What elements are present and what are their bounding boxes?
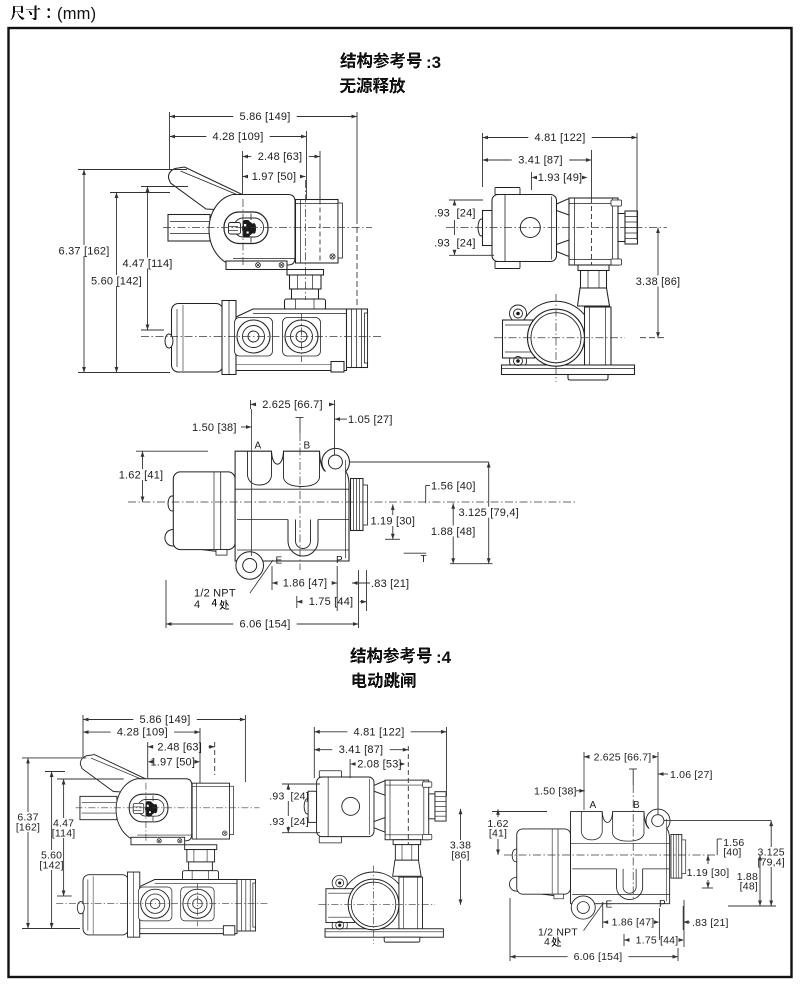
svg-text:3.38: 3.38: [450, 840, 471, 852]
svg-text:6.06 [154]: 6.06 [154]: [240, 619, 291, 631]
svg-text:1.97 [50]: 1.97 [50]: [252, 171, 297, 183]
svg-text:3.38 [86]: 3.38 [86]: [636, 276, 681, 288]
svg-text:.93: .93: [269, 791, 284, 803]
svg-text:5.60: 5.60: [41, 850, 62, 862]
svg-text:1.50 [38]: 1.50 [38]: [534, 786, 577, 798]
svg-text::3: :3: [426, 53, 441, 72]
svg-text:1.86 [47]: 1.86 [47]: [283, 578, 328, 590]
svg-text:(mm): (mm): [57, 5, 96, 23]
svg-text:[24]: [24]: [291, 791, 309, 803]
svg-text:.93: .93: [434, 238, 450, 250]
svg-text:1/2 NPT: 1/2 NPT: [538, 927, 578, 939]
svg-text:1.88 [48]: 1.88 [48]: [431, 526, 476, 538]
svg-text:[48]: [48]: [740, 881, 758, 893]
svg-text:1.93 [49]: 1.93 [49]: [538, 172, 583, 184]
svg-text:[142]: [142]: [39, 860, 63, 872]
svg-text:6.37 [162]: 6.37 [162]: [59, 246, 110, 258]
svg-text:2.625 [66.7]: 2.625 [66.7]: [594, 751, 652, 763]
svg-text:T: T: [421, 554, 427, 565]
svg-text:6.06 [154]: 6.06 [154]: [574, 951, 623, 963]
svg-text:A: A: [590, 800, 597, 811]
svg-text:2.48 [63]: 2.48 [63]: [157, 741, 202, 753]
svg-text:[24]: [24]: [291, 816, 309, 828]
svg-text:4.47 [114]: 4.47 [114]: [122, 258, 172, 270]
svg-text:[114]: [114]: [52, 828, 76, 840]
svg-text:3.41 [87]: 3.41 [87]: [518, 155, 563, 167]
svg-text:.93: .93: [434, 208, 450, 220]
svg-text:1.62 [41]: 1.62 [41]: [119, 470, 164, 482]
svg-text:3.125: 3.125: [758, 847, 785, 859]
svg-text:1.56: 1.56: [723, 837, 744, 849]
svg-text:4: 4: [194, 599, 200, 611]
svg-text:2.625 [66.7]: 2.625 [66.7]: [262, 399, 323, 411]
svg-text:1.50 [38]: 1.50 [38]: [192, 422, 237, 434]
svg-text:[24]: [24]: [457, 208, 476, 220]
svg-text:.93: .93: [269, 816, 284, 828]
svg-text:1.06 [27]: 1.06 [27]: [670, 769, 713, 781]
svg-text:4: 4: [544, 936, 550, 948]
svg-text:3.41 [87]: 3.41 [87]: [339, 744, 384, 756]
svg-text:[79,4]: [79,4]: [757, 857, 784, 869]
svg-text:[24]: [24]: [457, 238, 476, 250]
svg-text:4.28 [109]: 4.28 [109]: [117, 727, 168, 739]
svg-text:1.19 [30]: 1.19 [30]: [687, 867, 730, 879]
svg-text:1.75 [44]: 1.75 [44]: [309, 596, 354, 608]
svg-text:1.75 [44]: 1.75 [44]: [636, 935, 679, 947]
svg-text:2.08 [53]: 2.08 [53]: [357, 759, 402, 771]
svg-text:4.81 [122]: 4.81 [122]: [354, 726, 405, 738]
svg-text:A: A: [255, 441, 262, 452]
svg-text:4.28 [109]: 4.28 [109]: [213, 131, 264, 143]
svg-text:[40]: [40]: [723, 847, 741, 859]
svg-text:5.60 [142]: 5.60 [142]: [91, 276, 142, 288]
svg-text:5.86 [149]: 5.86 [149]: [140, 714, 191, 726]
svg-text:1.86 [47]: 1.86 [47]: [612, 917, 655, 929]
svg-text:1.05 [27]: 1.05 [27]: [348, 414, 393, 426]
svg-text:E: E: [276, 556, 283, 567]
svg-text:E: E: [606, 900, 613, 911]
svg-text:1.56 [40]: 1.56 [40]: [431, 481, 476, 493]
svg-text:6.37: 6.37: [17, 812, 38, 824]
svg-text:1.88: 1.88: [737, 871, 758, 883]
svg-text::4: :4: [436, 648, 452, 667]
svg-text:1.97 [50]: 1.97 [50]: [150, 756, 195, 768]
svg-text:[162]: [162]: [16, 822, 40, 834]
svg-text:[41]: [41]: [489, 828, 507, 840]
svg-text:.83 [21]: .83 [21]: [371, 578, 409, 590]
svg-text:4.81 [122]: 4.81 [122]: [535, 132, 586, 144]
svg-text:.83 [21]: .83 [21]: [692, 917, 729, 929]
svg-text:1.62: 1.62: [487, 818, 508, 830]
svg-text:3.125 [79,4]: 3.125 [79,4]: [458, 507, 519, 519]
svg-text:B: B: [304, 441, 311, 452]
svg-text:4.47: 4.47: [53, 818, 74, 830]
svg-text:5.86 [149]: 5.86 [149]: [240, 111, 291, 123]
svg-text:1.19 [30]: 1.19 [30]: [370, 516, 415, 528]
svg-text:P: P: [336, 555, 343, 566]
svg-text:2.48 [63]: 2.48 [63]: [258, 151, 303, 163]
svg-text:B: B: [633, 800, 640, 811]
svg-text:[86]: [86]: [451, 850, 469, 862]
svg-text:P: P: [659, 899, 666, 910]
svg-text:1/2 NPT: 1/2 NPT: [194, 588, 236, 600]
